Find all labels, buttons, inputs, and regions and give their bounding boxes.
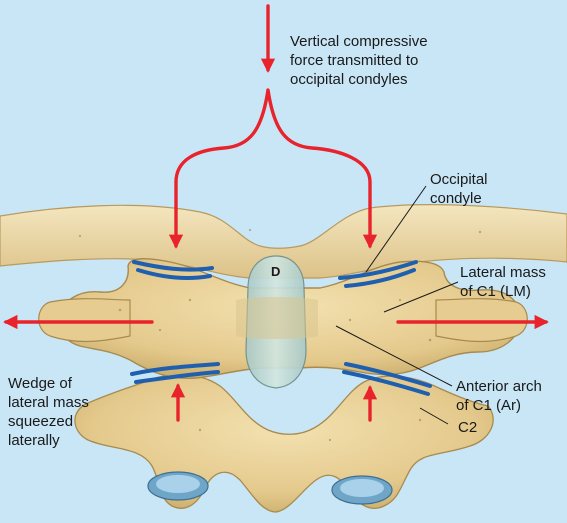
c2-vertebra <box>75 375 493 512</box>
c1-transverse-right <box>436 299 527 342</box>
label-c2: C2 <box>458 418 477 437</box>
label-anterior-arch: Anterior arch of C1 (Ar) <box>456 377 542 415</box>
label-force: Vertical compressive force transmitted t… <box>290 32 428 89</box>
label-wedge: Wedge of lateral mass squeezed laterally <box>8 374 89 450</box>
label-occipital-condyle: Occipital condyle <box>430 170 488 208</box>
label-dens: D <box>271 264 280 279</box>
label-lateral-mass: Lateral mass of C1 (LM) <box>460 263 546 301</box>
c1-transverse-left <box>39 299 130 342</box>
